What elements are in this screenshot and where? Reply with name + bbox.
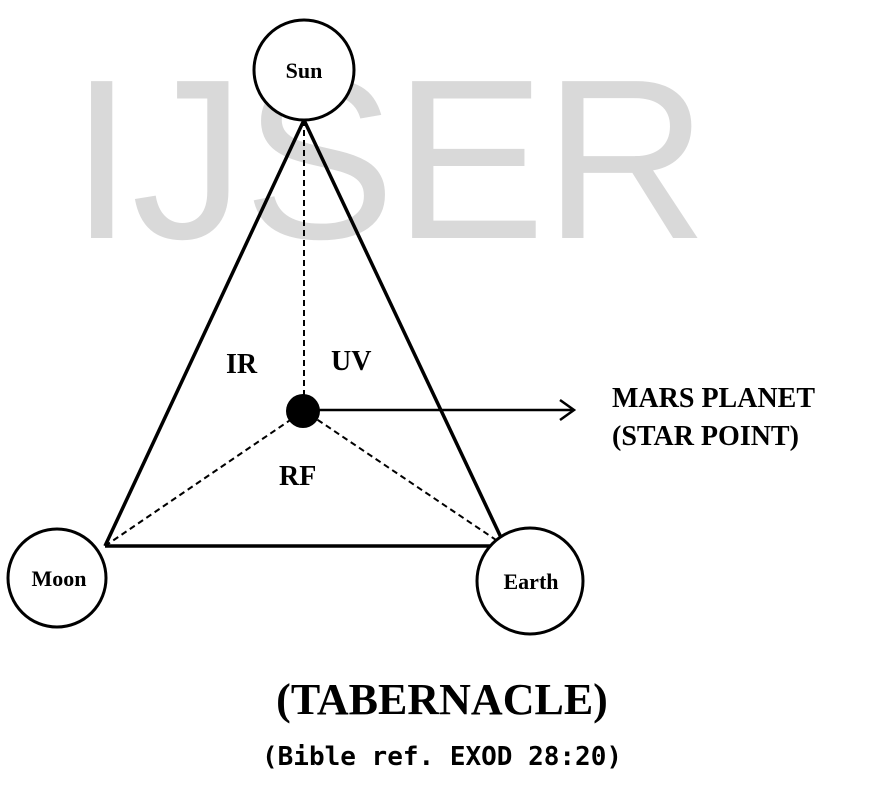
mars-planet-label: MARS PLANET (612, 383, 815, 414)
edge-sun-earth (302, 119, 507, 547)
diagram-title: (TABERNACLE) (276, 675, 608, 724)
region-label-rf: RF (279, 461, 316, 492)
edge-sun-moon (103, 119, 306, 547)
pointer-arrow-head (559, 398, 577, 422)
mars-star-point-dot (286, 394, 320, 428)
earth-node-circle (475, 526, 585, 636)
region-label-uv: UV (331, 346, 371, 377)
watermark-text: IJSER (70, 33, 706, 287)
earth-node-label: Earth (504, 569, 559, 594)
region-label-ir: IR (226, 349, 258, 380)
moon-node-circle (6, 527, 108, 629)
moon-node-label: Moon (32, 566, 87, 591)
sun-node-circle (252, 18, 356, 122)
sun-node-label: Sun (286, 58, 323, 83)
star-point-label: (STAR POINT) (612, 421, 799, 452)
bible-reference: (Bible ref. EXOD 28:20) (262, 742, 622, 772)
